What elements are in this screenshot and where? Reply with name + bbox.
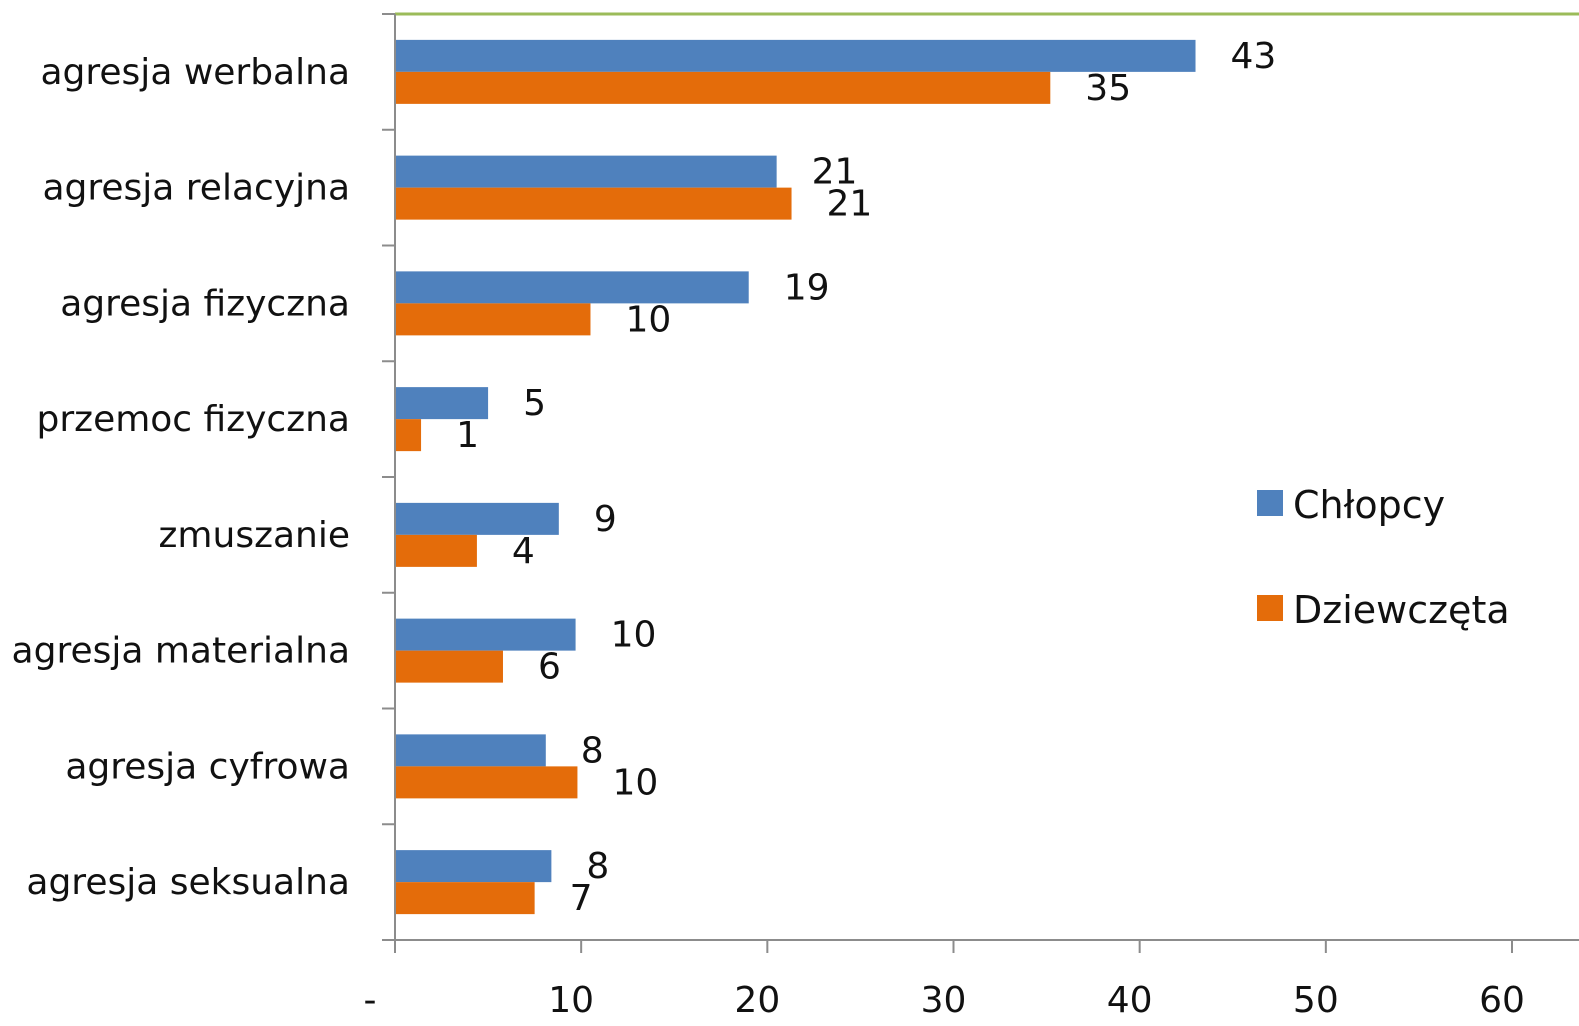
data-label: 9: [594, 499, 617, 540]
legend-label: Dziewczęta: [1293, 588, 1510, 632]
x-tick-label: 10: [548, 980, 594, 1021]
bar-series-2: [395, 882, 535, 915]
bar-series-2: [395, 534, 477, 567]
bar-series-1: [395, 39, 1196, 72]
bar-series-1: [395, 387, 489, 420]
bars-group: [395, 39, 1196, 915]
category-label: agresja relacyjna: [42, 168, 350, 209]
data-label: 6: [538, 647, 561, 688]
bar-series-2: [395, 650, 503, 683]
bar-series-1: [395, 618, 576, 651]
bar-series-1: [395, 155, 777, 188]
data-label: 21: [827, 184, 873, 225]
category-label: agresja werbalna: [40, 52, 350, 93]
labels-group: agresja werbalna 43 35 agresja relacyjna 212…: [12, 36, 1277, 919]
data-label: 7: [570, 878, 593, 919]
category-label: przemoc fizyczna: [37, 399, 350, 440]
x-tick-label: 50: [1293, 980, 1339, 1021]
data-label: 4: [512, 531, 535, 572]
x-tick-label: 20: [734, 980, 780, 1021]
data-label: 10: [611, 615, 657, 656]
bar-series-1: [395, 734, 546, 767]
category-label: agresja seksualna: [26, 862, 350, 903]
category-label: agresja cyfrowa: [65, 746, 350, 787]
legend-swatch: [1257, 595, 1283, 621]
category-label: agresja materialna: [12, 631, 350, 672]
data-label: 8: [586, 846, 609, 887]
data-label: 1: [456, 415, 479, 456]
bar-series-2: [395, 419, 422, 452]
data-label: 35: [1085, 68, 1131, 109]
x-tick-label: 30: [921, 980, 967, 1021]
bar-series-2: [395, 71, 1051, 104]
data-label: 8: [581, 730, 604, 771]
bar-series-1: [395, 850, 552, 883]
x-tick-label: 40: [1107, 980, 1153, 1021]
bar-series-2: [395, 187, 792, 220]
bar-series-2: [395, 303, 591, 336]
x-tick-label: 60: [1479, 980, 1525, 1021]
data-label: 10: [612, 762, 658, 803]
bar-series-1: [395, 271, 749, 304]
bar-series-1: [395, 502, 559, 535]
data-label: 19: [784, 267, 830, 308]
data-label: 43: [1231, 36, 1277, 77]
data-label: 5: [523, 383, 546, 424]
category-label: agresja fizyczna: [60, 283, 350, 324]
data-label: 21: [812, 152, 858, 193]
bar-series-2: [395, 766, 578, 799]
data-label: 10: [625, 299, 671, 340]
axes-group: - 10 20 30 40 50 60: [364, 13, 1579, 1021]
legend-swatch: [1257, 490, 1283, 516]
legend-label: Chłopcy: [1293, 483, 1445, 527]
x-tick-label: -: [364, 980, 377, 1021]
category-label: zmuszanie: [159, 515, 350, 556]
